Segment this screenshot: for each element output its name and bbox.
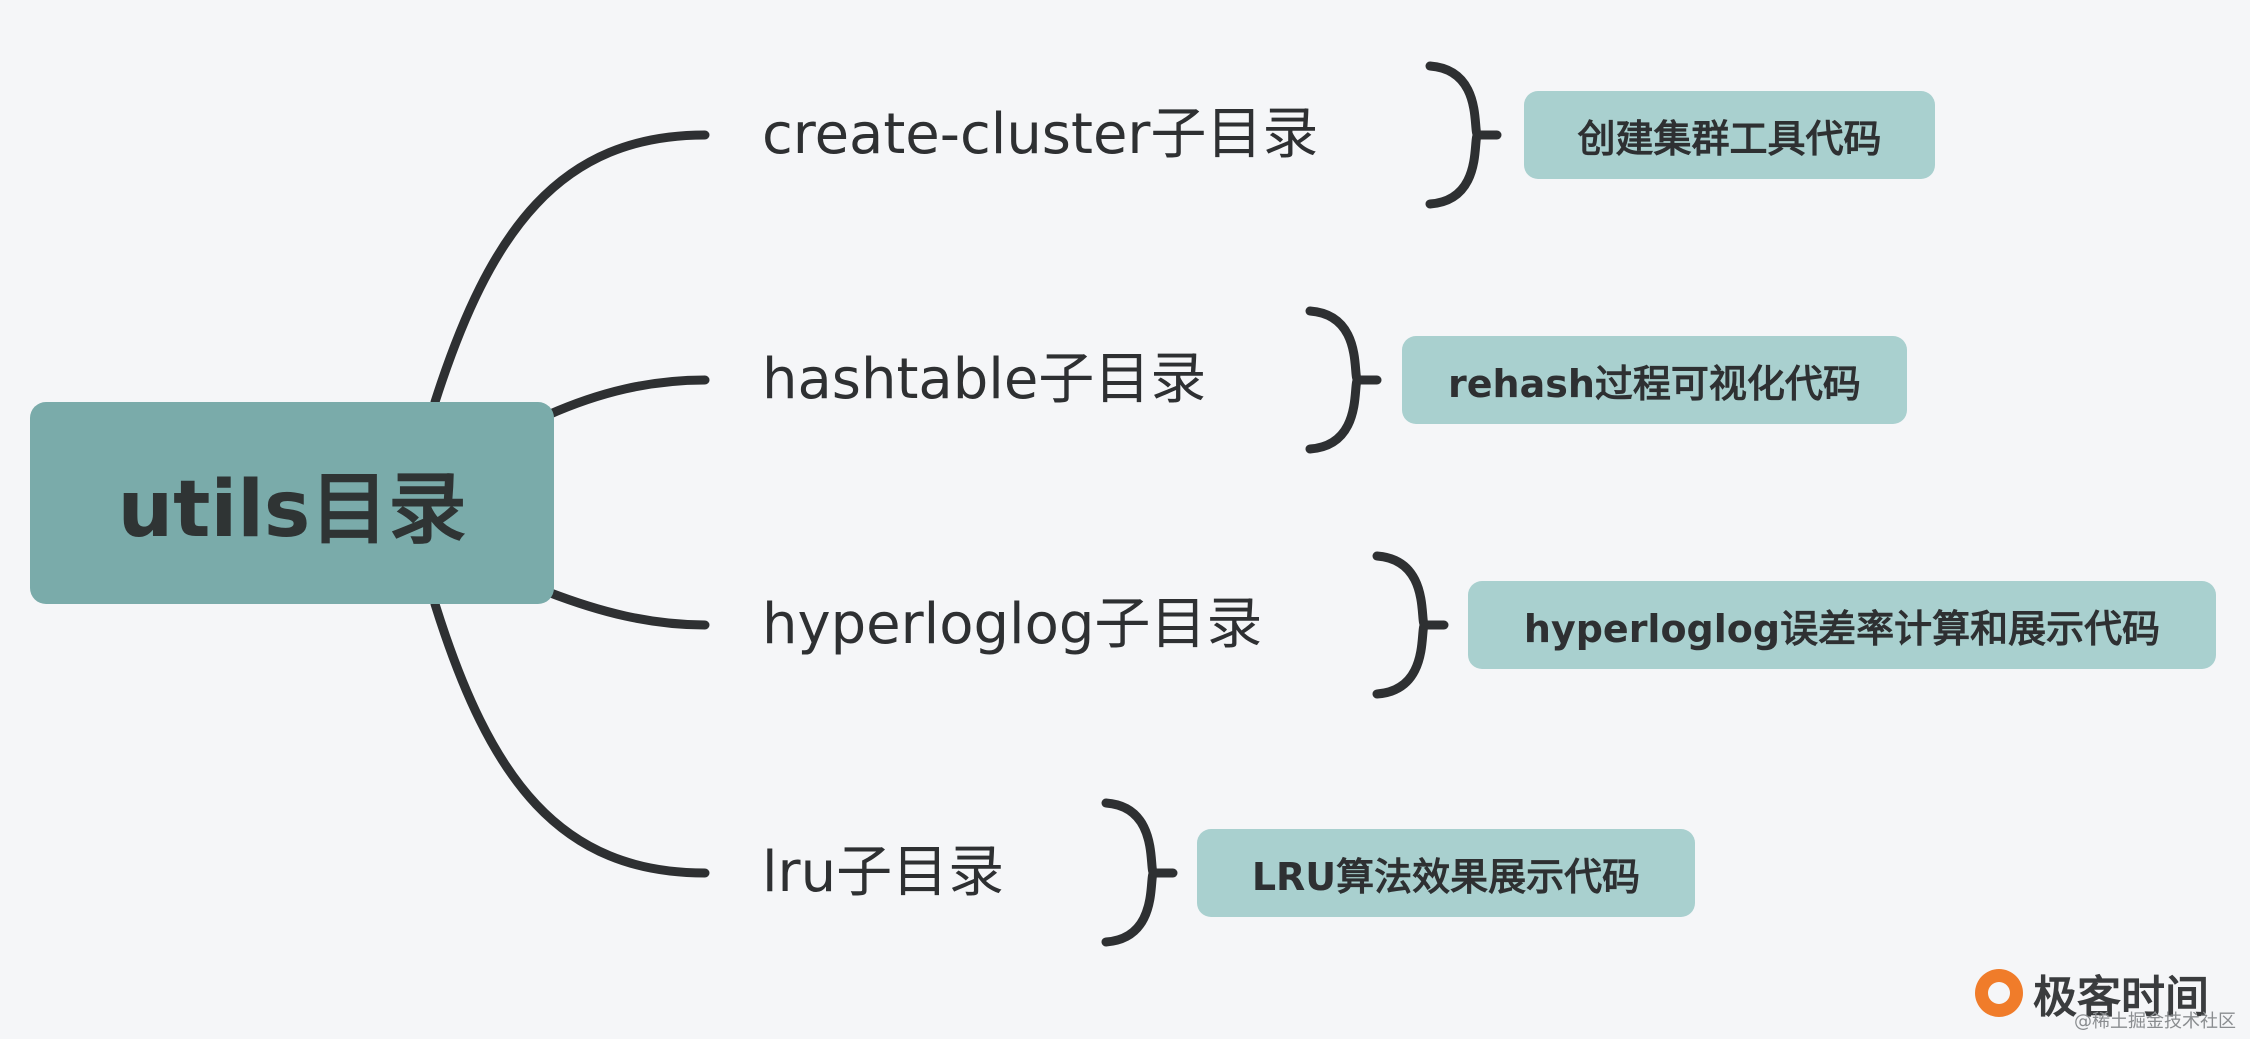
branch-hashtable: hashtable子目录 [762, 352, 1206, 408]
brand-name: 极客时间 [2033, 972, 2209, 1023]
connector-hyperloglog [543, 587, 710, 630]
root-label: utils目录 [117, 465, 467, 555]
note-label: 创建集群工具代码 [1577, 116, 1882, 161]
branch-create-cluster: create-cluster子目录 [762, 107, 1318, 163]
connector-create-cluster [430, 130, 710, 407]
brace-lru [1101, 798, 1159, 947]
brace-hashtable [1305, 306, 1363, 454]
root-node: utils目录 [30, 402, 554, 604]
connector-hashtable [543, 375, 710, 420]
note-label: rehash过程可视化代码 [1448, 361, 1861, 406]
note-lru: LRU算法效果展示代码 [1197, 829, 1695, 917]
brace-hyperloglog [1372, 551, 1430, 699]
branch-hyperloglog: hyperloglog子目录 [762, 597, 1262, 653]
brand-logo: 极客时间 [1975, 961, 2209, 1025]
branch-label: hyperloglog子目录 [762, 592, 1263, 657]
branch-label: hashtable子目录 [762, 347, 1207, 412]
note-label: LRU算法效果展示代码 [1251, 854, 1641, 899]
note-create-cluster: 创建集群工具代码 [1524, 91, 1935, 179]
note-label: hyperloglog误差率计算和展示代码 [1523, 606, 2161, 651]
branch-label: create-cluster子目录 [762, 102, 1319, 167]
branch-lru: lru子目录 [762, 845, 1004, 901]
note-hashtable: rehash过程可视化代码 [1402, 336, 1907, 424]
geektime-logo-icon [1975, 969, 2023, 1017]
branch-label: lru子目录 [762, 840, 1005, 905]
note-hyperloglog: hyperloglog误差率计算和展示代码 [1468, 581, 2216, 669]
connector-lru [430, 599, 710, 878]
watermark: @稀土掘金技术社区 [2074, 1011, 2236, 1032]
brace-create-cluster [1425, 61, 1483, 209]
